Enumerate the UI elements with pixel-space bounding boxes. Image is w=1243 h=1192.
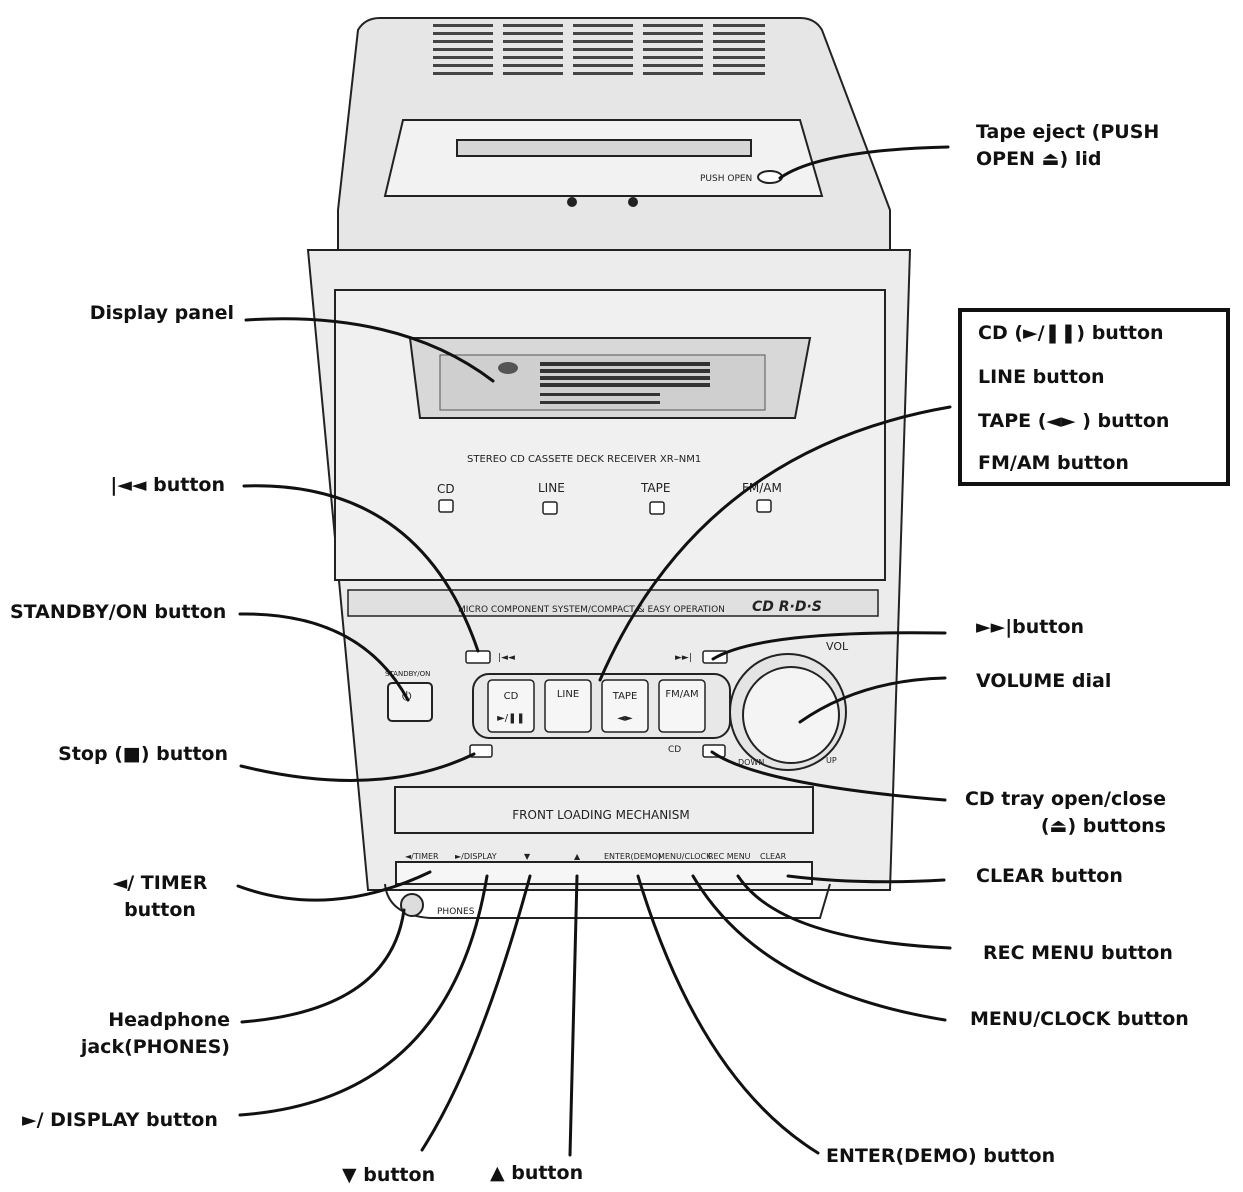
skip-back-button[interactable] — [465, 650, 491, 664]
skip-back-callout: |◄◄ button — [110, 474, 225, 496]
bottom-button-bar — [395, 861, 813, 885]
rec-menu-label: REC MENU — [708, 852, 751, 861]
leader-lines — [236, 145, 952, 1157]
enter-label: ENTER(DEMO) — [604, 852, 661, 861]
fmam-button[interactable] — [658, 679, 706, 733]
display-panel-callout: Display panel — [89, 302, 234, 324]
model-text: STEREO CD CASSETE DECK RECEIVER XR–NM1 — [467, 454, 701, 465]
standby-button[interactable] — [387, 682, 433, 722]
phones-text: PHONES — [437, 907, 475, 917]
tape-window — [456, 139, 752, 157]
system-strip — [347, 589, 879, 617]
top-vents — [433, 24, 765, 75]
indicator-cd: CD — [437, 482, 455, 496]
box-item-line: LINE button — [978, 366, 1105, 388]
skip-fwd-callout: ►►|button — [976, 616, 1085, 638]
tape-lid — [383, 119, 824, 197]
source-indicators: CD LINE TAPE FM/AM — [437, 481, 782, 496]
indicator-line: LINE — [538, 481, 565, 495]
up-button-callout: ▲ button — [490, 1162, 584, 1184]
up-text: UP — [826, 756, 837, 765]
source-buttons-box: CD (►/❚❚) button LINE button TAPE (◄► ) … — [958, 308, 1230, 486]
cd-tray-label: CD — [668, 745, 681, 755]
volume-callout: VOLUME dial — [976, 670, 1112, 692]
up-arrow-label: ▲ — [574, 852, 581, 861]
tape-button[interactable] — [601, 679, 649, 733]
clear-button-callout: CLEAR button — [976, 865, 1123, 887]
indicator-tape: TAPE — [640, 481, 670, 495]
standby-text: STANDBY/ON — [385, 670, 430, 678]
down-button-callout: ▼ button — [342, 1164, 436, 1186]
mechanism-text: FRONT LOADING MECHANISM — [512, 808, 689, 822]
skip-back-icon: |◄◄ — [498, 653, 515, 663]
headphone-callout: Headphone jack(PHONES) — [80, 1009, 230, 1058]
vol-text: VOL — [826, 640, 849, 653]
push-open-eject-icon — [757, 170, 783, 184]
mechanism-slot — [394, 786, 814, 834]
stop-callout: Stop (■) button — [58, 743, 228, 765]
enter-button-callout: ENTER(DEMO) button — [826, 1145, 1056, 1167]
box-item-tape: TAPE (◄► ) button — [978, 410, 1170, 432]
system-text: MICRO COMPONENT SYSTEM/COMPACT & EASY OP… — [458, 605, 725, 615]
line-button[interactable] — [544, 679, 592, 733]
standby-callout: STANDBY/ON button — [10, 601, 227, 623]
timer-label: ◄/TIMER — [405, 852, 439, 861]
display-label: ►/DISPLAY — [455, 852, 497, 861]
rds-logo: CD R·D·S — [752, 599, 822, 615]
play-pause-icon: ►/❚❚ — [497, 713, 525, 724]
tape-button-label: TAPE — [612, 691, 638, 702]
down-arrow-label: ▼ — [524, 852, 531, 861]
push-open-label: PUSH OPEN — [700, 174, 752, 184]
cd-play-button[interactable] — [487, 679, 535, 733]
box-item-cd: CD (►/❚❚) button — [978, 322, 1164, 344]
timer-callout: ◄/ TIMER button — [112, 872, 208, 921]
line-button-label: LINE — [557, 689, 579, 700]
tape-eject-callout: Tape eject (PUSH OPEN ⏏) lid — [976, 121, 1160, 170]
volume-dial[interactable] — [742, 666, 840, 764]
skip-fwd-icon: ►►| — [675, 653, 692, 663]
menu-clock-callout: MENU/CLOCK button — [970, 1008, 1189, 1030]
menu-clock-label: MENU/CLOCK — [658, 852, 712, 861]
tape-dir-icon: ◄► — [617, 713, 633, 724]
fmam-button-label: FM/AM — [665, 689, 698, 700]
display-button-callout: ►/ DISPLAY button — [22, 1109, 218, 1131]
down-text: DOWN — [738, 758, 764, 767]
cd-tray-button[interactable] — [702, 744, 726, 758]
cd-tray-callout: CD tray open/close (⏏) buttons — [964, 788, 1166, 837]
lcd-segments — [498, 362, 710, 404]
upper-panel — [334, 289, 886, 581]
rec-menu-callout: REC MENU button — [983, 942, 1173, 964]
headphone-jack[interactable] — [400, 893, 424, 917]
top-unit — [337, 17, 891, 251]
cd-button-label: CD — [504, 691, 519, 702]
clear-label: CLEAR — [760, 852, 787, 861]
box-item-fmam: FM/AM button — [978, 452, 1129, 474]
